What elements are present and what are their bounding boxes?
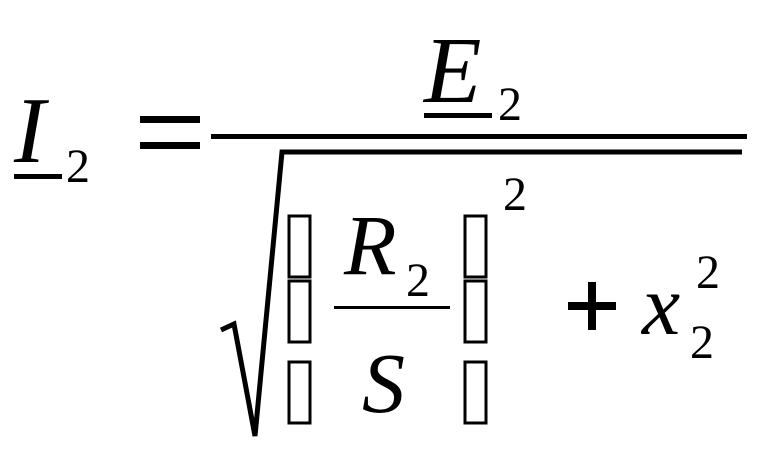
numerator-emf-symbol: E 2: [422, 19, 522, 131]
paren-exponent: 2: [503, 168, 527, 221]
right-paren-box-bottom: [463, 360, 488, 425]
numerator-subscript: 2: [498, 78, 522, 131]
plus-sign: +: [568, 282, 616, 330]
sqrt-radical-stroke: [219, 149, 742, 437]
sqrt-sign: [219, 149, 742, 437]
lhs-underline: [14, 174, 62, 179]
reactance-term: x 2 2: [640, 246, 720, 369]
lhs-subscript: 2: [66, 140, 90, 193]
term-x-letter: x: [640, 257, 680, 353]
term-x-subscript: 2: [690, 316, 714, 369]
main-fraction-bar: [211, 134, 747, 139]
plus-vertical: [588, 282, 596, 330]
equals-bar-top: [140, 116, 200, 123]
left-paren-box-bottom: [287, 360, 312, 425]
fraction-R-subscript: 2: [406, 254, 430, 307]
lhs-I-letter: I: [13, 79, 49, 183]
fraction-S-letter: S: [362, 335, 405, 431]
left-paren-box-top: [287, 214, 312, 279]
right-paren-boxes: [463, 214, 488, 425]
equals-sign: =: [140, 116, 200, 149]
right-paren-box-top: [463, 214, 488, 279]
equals-bar-bottom: [140, 142, 200, 149]
inner-fraction: R 2 S: [334, 197, 450, 431]
term-x-superscript: 2: [696, 246, 720, 299]
numerator-E-letter: E: [422, 19, 481, 123]
lhs-current-symbol: I 2: [13, 79, 90, 193]
left-paren-box-middle: [287, 279, 312, 344]
inner-fraction-bar: [334, 306, 450, 309]
right-paren-box-middle: [463, 279, 488, 344]
numerator-underline: [424, 113, 492, 118]
fraction-R-letter: R: [343, 197, 397, 293]
left-paren-boxes: [287, 214, 312, 425]
